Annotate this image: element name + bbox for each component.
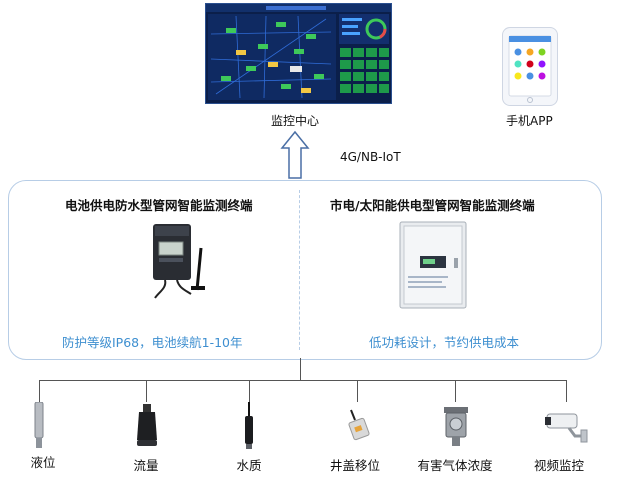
mobile-phone (502, 27, 558, 106)
ultrasonic-flow-icon (133, 404, 161, 452)
monitoring-center-screen (205, 3, 392, 104)
monitoring-center-label: 监控中心 (271, 114, 320, 128)
panel-divider (299, 190, 300, 350)
mains-terminal-cabinet-icon (398, 218, 470, 314)
sensor-label-video-surveillance: 视频监控 (533, 458, 584, 473)
sensor-label-manhole-displacement: 井盖移位 (329, 458, 380, 473)
level-probe-icon (27, 401, 51, 454)
phone-app-icon (508, 35, 552, 103)
trunk-line (300, 358, 301, 380)
bus-line (39, 380, 567, 381)
link-protocol-label: 4G/NB-IoT (340, 150, 401, 164)
mobile-app-label: 手机APP (506, 114, 553, 128)
sensor-label-water-quality: 水质 (236, 458, 262, 473)
dashboard-map-image (206, 4, 391, 100)
branch-line (455, 380, 456, 402)
battery-terminal-note: 防护等级IP68，电池续航1-10年 (62, 335, 243, 350)
mains-terminal-title: 市电/太阳能供电型管网智能监测终端 (330, 198, 535, 213)
branch-line (146, 380, 147, 402)
battery-terminal-title: 电池供电防水型管网智能监测终端 (65, 198, 253, 213)
sensor-label-harmful-gas: 有害气体浓度 (417, 458, 493, 473)
branch-line (39, 380, 40, 402)
upload-arrow-icon (280, 130, 310, 184)
battery-terminal-device-icon (145, 218, 220, 307)
gas-detector-icon (440, 405, 472, 453)
branch-line (566, 380, 567, 402)
mains-terminal-note: 低功耗设计，节约供电成本 (369, 335, 520, 350)
cctv-camera-icon (545, 408, 589, 448)
sensor-label-flow: 流量 (133, 458, 159, 473)
sensor-label-level: 液位 (30, 455, 56, 470)
terminal-panel (8, 180, 602, 360)
water-quality-probe-icon (239, 402, 259, 454)
branch-line (249, 380, 250, 402)
manhole-tilt-sensor-icon (345, 408, 375, 450)
branch-line (357, 380, 358, 402)
